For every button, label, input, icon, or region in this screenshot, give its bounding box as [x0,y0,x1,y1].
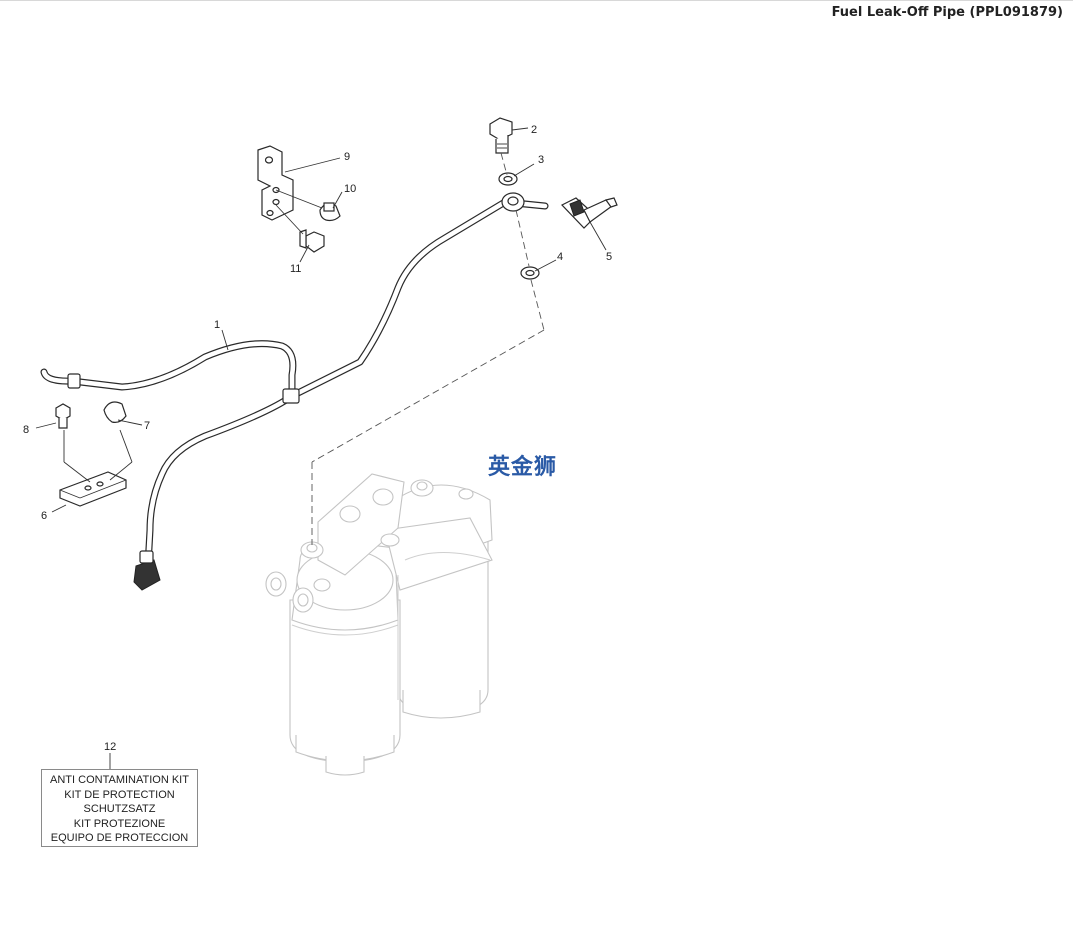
callout-10: 10 [344,183,356,195]
pipe-clip [103,401,127,423]
dashed-position-lines [311,152,545,545]
callout-11: 11 [290,263,301,275]
callout-12: 12 [104,741,116,753]
kit-label-line-de: SCHUTZSATZ [83,803,156,816]
p-clip [319,202,341,222]
anti-contamination-kit-label: ANTI CONTAMINATION KIT KIT DE PROTECTION… [41,769,198,847]
kit-label-line-fr: KIT DE PROTECTION [64,788,175,801]
leader-lines [35,127,607,769]
callout-5: 5 [606,251,612,263]
elbow-connector [561,197,618,229]
callout-3: 3 [538,154,544,166]
bolt-short [55,403,71,429]
watermark-text: 英金狮 [488,455,558,480]
page-title: Fuel Leak-Off Pipe (PPL091879) [831,5,1063,20]
pipe-bracket [257,145,294,221]
callout-4: 4 [557,251,563,263]
callout-6: 6 [41,510,47,522]
callout-9: 9 [344,151,350,163]
kit-label-line-it: KIT PROTEZIONE [73,817,166,830]
bolt-flange [299,229,325,253]
filter-assembly-ghost [265,473,493,776]
banjo-bolt [489,117,513,154]
mounting-plate [59,471,127,507]
leak-off-pipe [40,192,549,591]
callout-7: 7 [144,420,150,432]
callout-8: 8 [23,424,29,436]
callout-2: 2 [531,124,537,136]
top-divider [0,0,1073,1]
kit-label-line-en: ANTI CONTAMINATION KIT [50,774,189,786]
callout-labels: 1 2 3 4 5 6 7 8 9 10 11 12 [23,124,612,753]
callout-1: 1 [214,319,220,331]
kit-label-line-es: EQUIPO DE PROTECCION [50,832,189,845]
